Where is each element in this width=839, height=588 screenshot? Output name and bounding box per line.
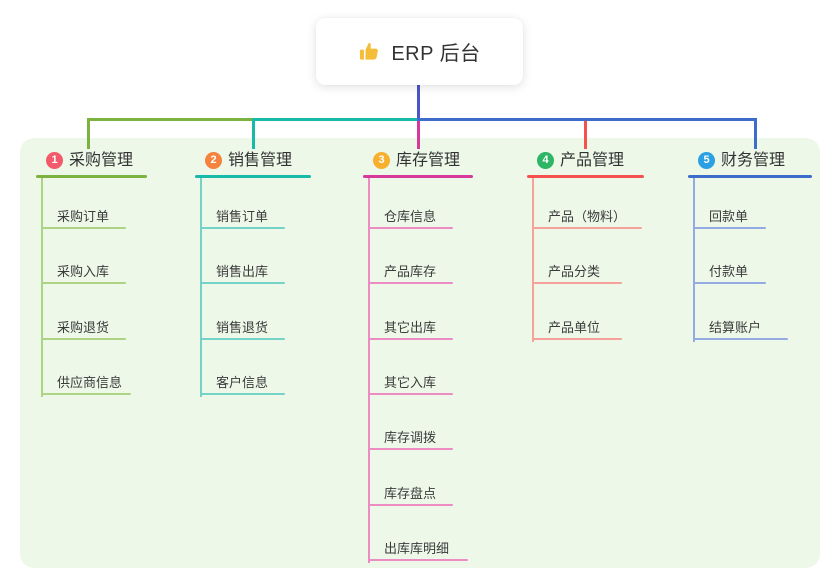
child-label: 采购退货 (57, 320, 110, 335)
connector-drop-branch-4 (584, 121, 587, 149)
child-topic[interactable]: 其它入库 (368, 372, 453, 395)
child-connector-line (368, 227, 453, 229)
branch-3-topic[interactable]: 库存管理 (396, 152, 461, 169)
child-topic[interactable]: 销售订单 (200, 206, 285, 229)
branch-3-underline (363, 175, 473, 178)
child-connector-line (693, 338, 788, 340)
branch-1-topic[interactable]: 采购管理 (69, 152, 134, 169)
child-connector-line (693, 282, 766, 284)
child-label: 出库库明细 (384, 541, 450, 556)
child-topic[interactable]: 结算账户 (693, 317, 788, 340)
child-topic[interactable]: 库存盘点 (368, 483, 453, 506)
branch-2-underline (195, 175, 311, 178)
branch-4-underline (527, 175, 644, 178)
child-topic[interactable]: 采购退货 (41, 317, 126, 340)
child-connector-line (41, 338, 126, 340)
branch-4-topic[interactable]: 产品管理 (560, 152, 625, 169)
child-topic[interactable]: 产品单位 (532, 317, 622, 340)
branch-3-spine (368, 178, 370, 563)
root-topic[interactable]: ERP 后台 (316, 18, 523, 85)
branch-3-badge: 3 (373, 152, 390, 169)
branch-5-spine (693, 178, 695, 342)
child-label: 库存盘点 (384, 486, 437, 501)
branch-1-underline (36, 175, 147, 178)
child-label: 供应商信息 (57, 375, 123, 390)
branch-5-topic[interactable]: 财务管理 (721, 152, 786, 169)
child-connector-line (41, 282, 126, 284)
child-topic[interactable]: 付款单 (693, 261, 766, 284)
connector-branch-1 (87, 118, 255, 121)
child-topic[interactable]: 销售退货 (200, 317, 285, 340)
connector-branch-5 (417, 118, 757, 121)
child-connector-line (368, 393, 453, 395)
connector-drop-branch-1 (87, 118, 90, 149)
child-topic[interactable]: 产品库存 (368, 261, 453, 284)
child-connector-line (200, 338, 285, 340)
child-connector-line (368, 448, 453, 450)
child-topic[interactable]: 采购订单 (41, 206, 126, 229)
connector-drop-branch-5 (754, 118, 757, 149)
child-connector-line (200, 282, 285, 284)
connector-drop-branch-2 (252, 118, 255, 149)
branch-4-badge: 4 (537, 152, 554, 169)
child-label: 产品分类 (548, 264, 601, 279)
child-label: 采购订单 (57, 209, 110, 224)
child-label: 付款单 (709, 264, 749, 279)
child-label: 销售退货 (216, 320, 269, 335)
branch-1-badge: 1 (46, 152, 63, 169)
child-label: 客户信息 (216, 375, 269, 390)
child-connector-line (532, 338, 622, 340)
child-label: 产品单位 (548, 320, 601, 335)
branch-4-spine (532, 178, 534, 342)
child-connector-line (532, 282, 622, 284)
thumbs-up-icon (358, 40, 381, 63)
child-connector-line (200, 227, 285, 229)
child-connector-line (41, 227, 126, 229)
child-topic[interactable]: 供应商信息 (41, 372, 131, 395)
child-label: 销售订单 (216, 209, 269, 224)
branch-2-topic[interactable]: 销售管理 (228, 152, 293, 169)
child-label: 仓库信息 (384, 209, 437, 224)
branch-2-badge: 2 (205, 152, 222, 169)
child-connector-line (200, 393, 285, 395)
child-connector-line (368, 282, 453, 284)
child-topic[interactable]: 回款单 (693, 206, 766, 229)
child-topic[interactable]: 客户信息 (200, 372, 285, 395)
child-connector-line (368, 504, 453, 506)
child-topic[interactable]: 产品分类 (532, 261, 622, 284)
child-connector-line (368, 559, 468, 561)
child-topic[interactable]: 出库库明细 (368, 538, 468, 561)
child-topic[interactable]: 其它出库 (368, 317, 453, 340)
child-label: 其它入库 (384, 375, 437, 390)
child-label: 产品（物料） (548, 209, 627, 224)
child-topic[interactable]: 库存调拨 (368, 427, 453, 450)
child-connector-line (693, 227, 766, 229)
child-label: 销售出库 (216, 264, 269, 279)
root-title: ERP 后台 (391, 43, 481, 65)
child-connector-line (532, 227, 642, 229)
connector-branch-2 (252, 118, 419, 121)
branches-group-background (20, 138, 820, 568)
child-label: 回款单 (709, 209, 749, 224)
child-label: 结算账户 (709, 320, 762, 335)
connector-drop-branch-3 (417, 121, 420, 149)
root-stem-connector (417, 85, 420, 119)
child-topic[interactable]: 仓库信息 (368, 206, 453, 229)
branch-1-spine (41, 178, 43, 397)
child-label: 库存调拨 (384, 430, 437, 445)
child-label: 采购入库 (57, 264, 110, 279)
branch-5-badge: 5 (698, 152, 715, 169)
child-label: 其它出库 (384, 320, 437, 335)
child-topic[interactable]: 采购入库 (41, 261, 126, 284)
child-topic[interactable]: 销售出库 (200, 261, 285, 284)
child-label: 产品库存 (384, 264, 437, 279)
child-connector-line (41, 393, 131, 395)
branch-2-spine (200, 178, 202, 397)
child-topic[interactable]: 产品（物料） (532, 206, 642, 229)
branch-5-underline (688, 175, 812, 178)
child-connector-line (368, 338, 453, 340)
